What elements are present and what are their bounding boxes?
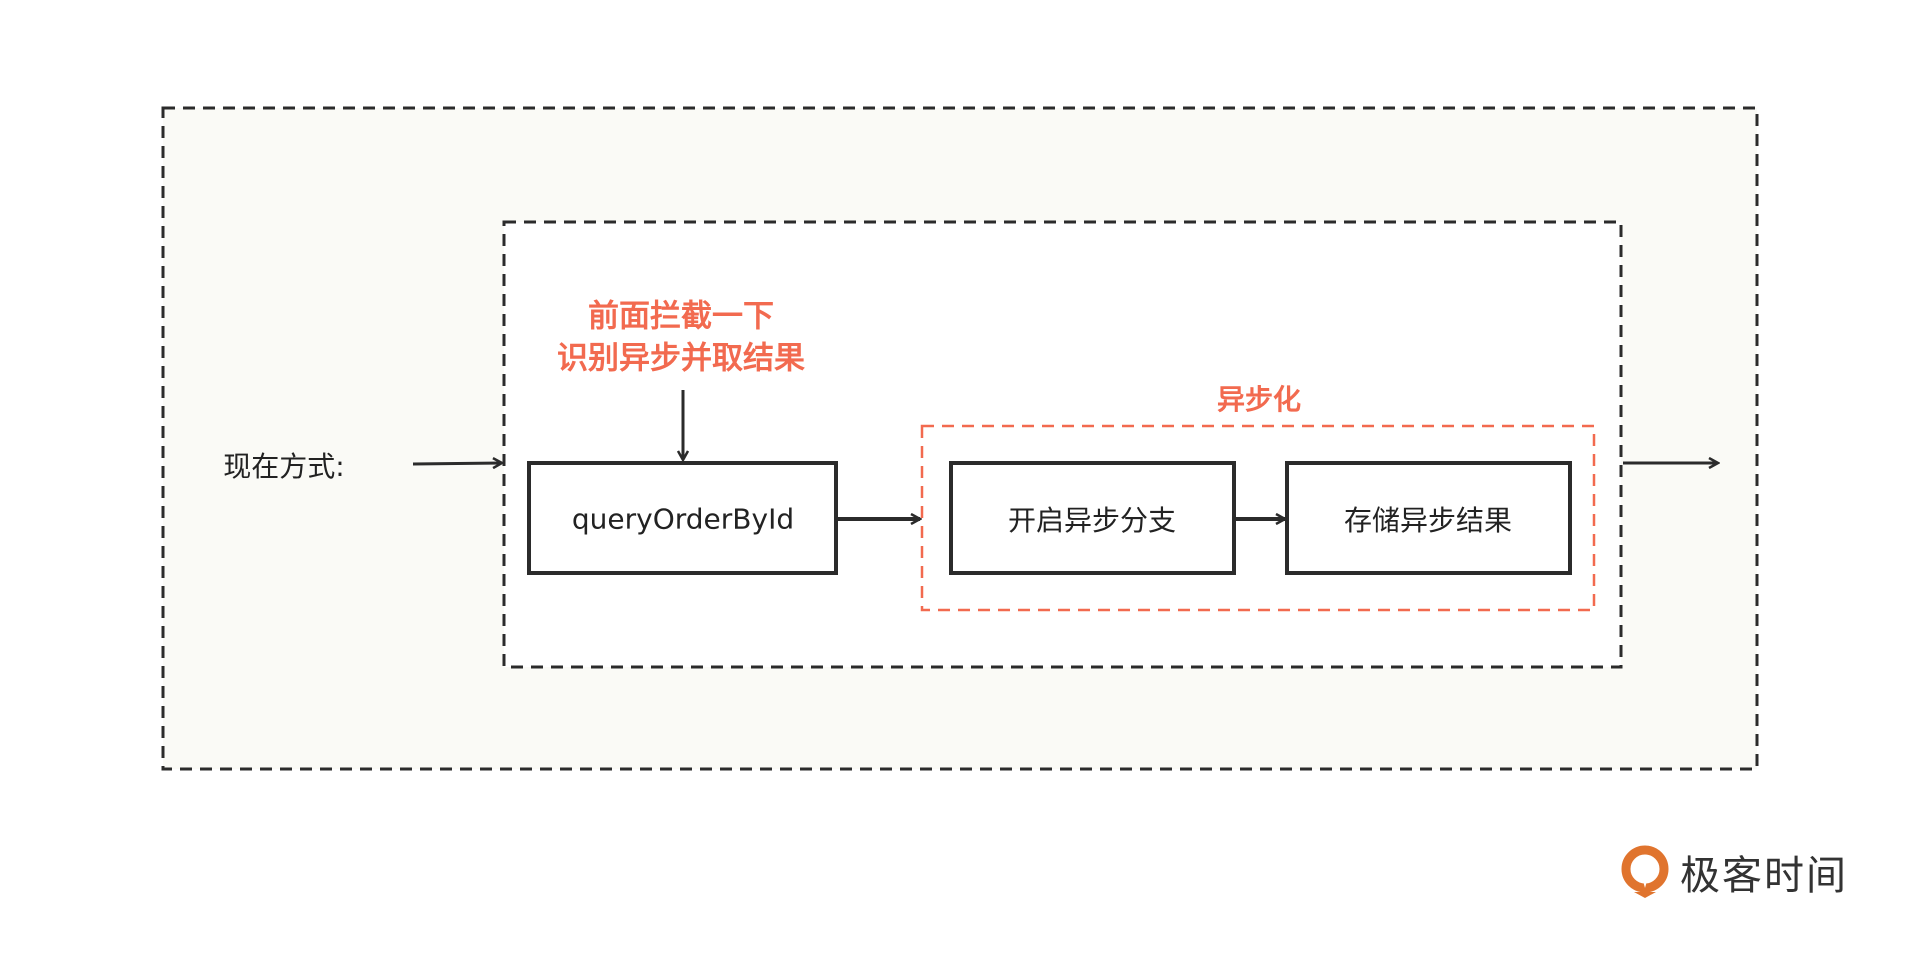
inner-container [502, 220, 1623, 669]
logo-text: 极客时间 [1680, 853, 1848, 899]
logo: 极客时间 [1620, 843, 1848, 901]
node-store-label: 存储异步结果 [1343, 504, 1513, 537]
async-group-label: 异步化 [1216, 383, 1302, 416]
node-store-box [1285, 461, 1572, 575]
node-query-label: queryOrderById [571, 502, 795, 536]
node-branch-box [949, 461, 1236, 575]
edge-start-query [412, 463, 502, 464]
node-branch-label: 开启异步分支 [1007, 504, 1177, 537]
node-query-box [527, 461, 838, 575]
logo-icon [1621, 845, 1669, 898]
annotation-line1: 前面拦截一下 [588, 298, 774, 335]
diagram-label: 现在方式: [223, 450, 345, 483]
annotation-line2: 识别异步并取结果 [557, 340, 805, 377]
async-group [920, 424, 1596, 612]
